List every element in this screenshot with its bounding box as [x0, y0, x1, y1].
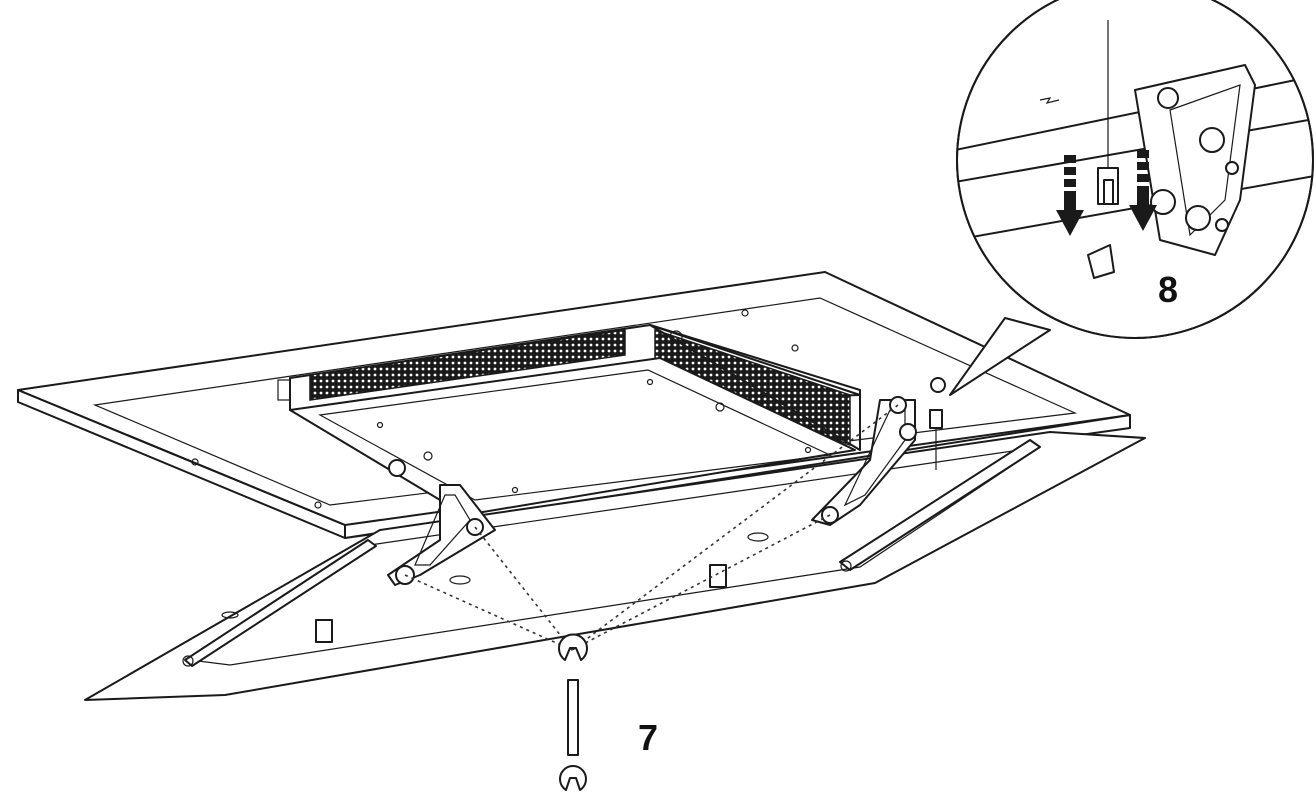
glass-panel [84, 431, 1146, 701]
detail-callout [949, 0, 1314, 396]
guide-lines [404, 404, 899, 651]
arrow-down-icon [1056, 155, 1084, 236]
step-7-label: 7 [638, 717, 659, 758]
right-hinge-arm [811, 377, 946, 526]
left-hinge-arm [387, 459, 496, 586]
motor-box [277, 324, 861, 516]
front-filter-grille [309, 329, 626, 401]
wrench-icon [558, 633, 588, 791]
arrow-down-icon-2 [1129, 150, 1157, 231]
step-8-label: 8 [1158, 269, 1179, 310]
